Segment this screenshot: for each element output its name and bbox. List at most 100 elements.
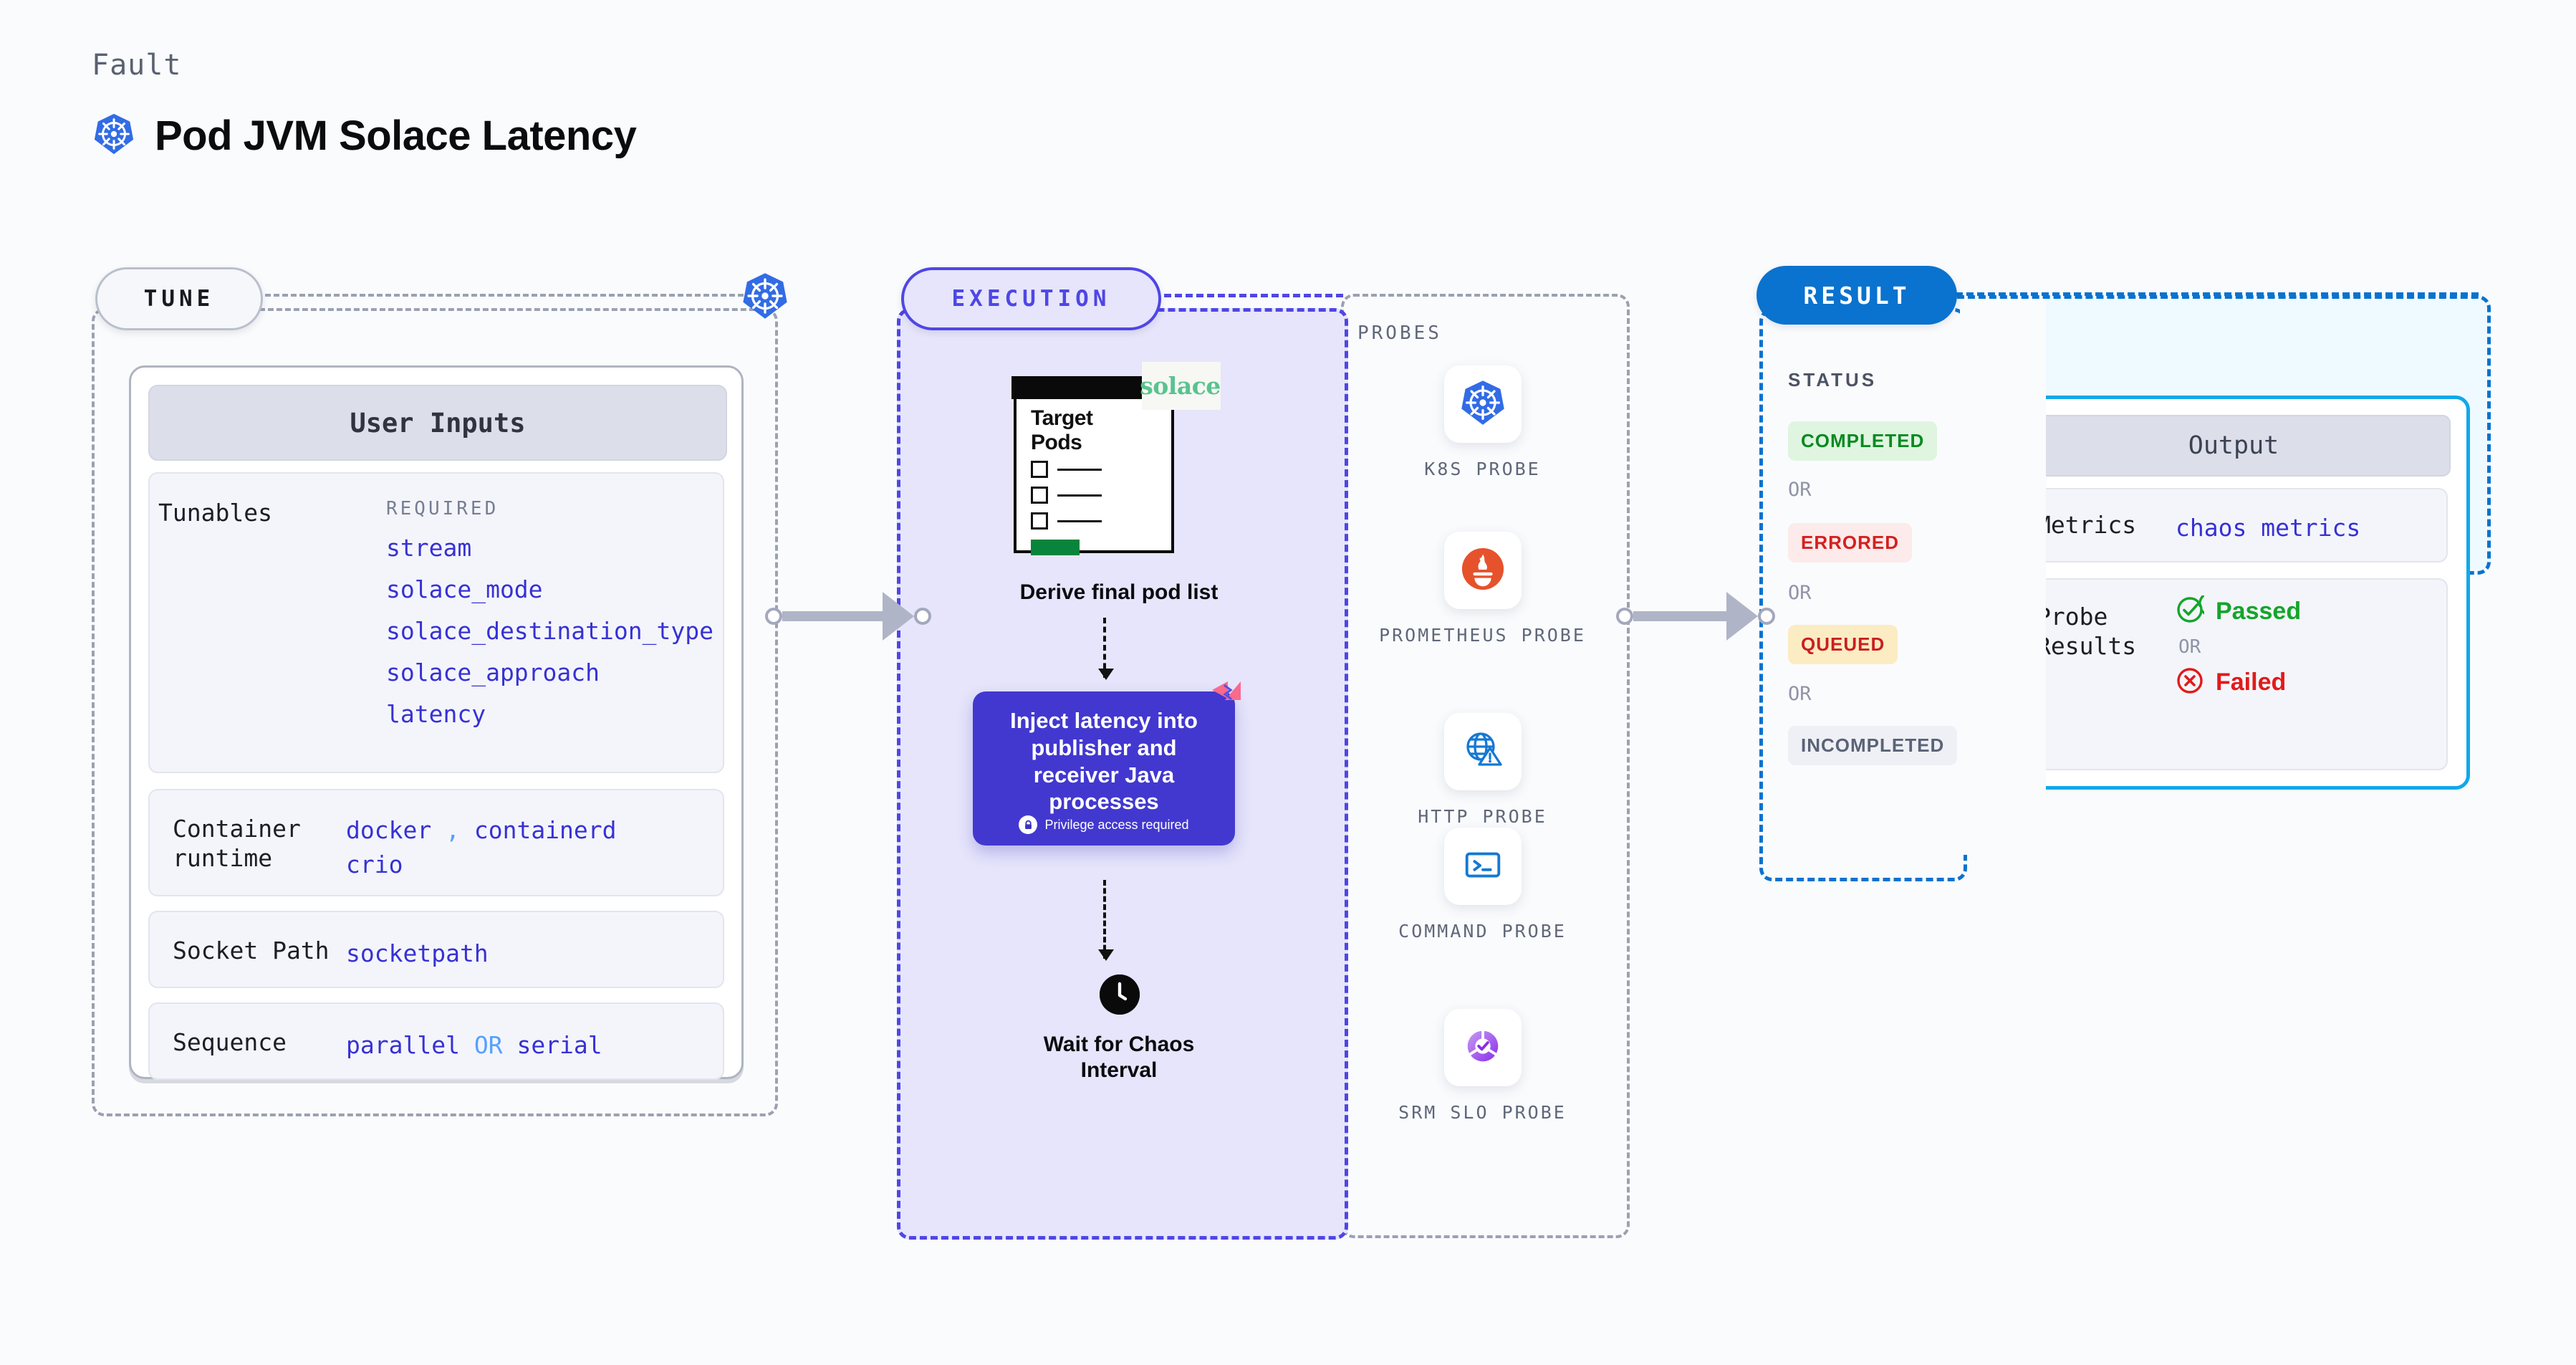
- probe-tile: [1443, 365, 1522, 443]
- metrics-label: Metrics: [2037, 511, 2137, 539]
- probe-results-row: Probe Results Passed OR: [2017, 578, 2448, 770]
- failed-label: Failed: [2216, 669, 2287, 696]
- arrow-head-icon: [1726, 592, 1758, 641]
- probe-tile: [1443, 713, 1522, 790]
- tune-pill-label[interactable]: TUNE: [95, 267, 263, 330]
- metrics-row: Metrics chaos metrics: [2017, 488, 2448, 562]
- probe-label: HTTP PROBE: [1418, 806, 1547, 827]
- probe-results-label-line-1: Probe: [2037, 603, 2108, 631]
- connector-dot: [914, 608, 931, 625]
- user-inputs-card: User Inputs REQUIRED stream solace_mode …: [129, 365, 744, 1080]
- x-circle-icon: [2176, 666, 2204, 699]
- wait-for-chaos-label: Wait for Chaos Interval: [897, 1032, 1341, 1083]
- kubernetes-icon: [1458, 378, 1507, 431]
- probe-prometheus[interactable]: PROMETHEUS PROBE: [1341, 532, 1624, 648]
- card-body: Target Pods: [1014, 399, 1174, 555]
- probes-title: PROBES: [1357, 322, 1442, 344]
- title-row: Pod JVM Solace Latency: [92, 112, 637, 160]
- separator: OR: [474, 1031, 503, 1059]
- lock-icon: [1019, 815, 1038, 834]
- list-item[interactable]: solace_destination_type: [386, 617, 713, 645]
- kubernetes-icon: [740, 271, 790, 321]
- value-crio[interactable]: crio: [346, 850, 403, 878]
- probe-k8s[interactable]: K8S PROBE: [1341, 365, 1624, 482]
- status-badge-errored: ERRORED: [1788, 523, 1913, 562]
- fault-label: Fault: [92, 49, 182, 82]
- probe-results-values: Passed OR Failed: [2176, 591, 2301, 699]
- socket-path-label: Socket Path: [173, 937, 330, 964]
- sequence-label: Sequence: [173, 1028, 287, 1056]
- kubernetes-icon: [92, 112, 136, 160]
- connector-dot: [1616, 608, 1633, 625]
- tunables-key-label: Tunables: [158, 499, 272, 527]
- status-title: STATUS: [1788, 369, 1878, 391]
- connector-bar: [1633, 611, 1726, 621]
- probe-label: K8S PROBE: [1424, 459, 1541, 479]
- line-placeholder: [1057, 468, 1102, 471]
- user-inputs-title: User Inputs: [148, 385, 727, 461]
- solace-logo-text: solace: [1140, 372, 1221, 400]
- tunables-list: stream solace_mode solace_destination_ty…: [386, 534, 713, 728]
- wait-label-line-2: Interval: [1080, 1058, 1158, 1082]
- privilege-note-text: Privilege access required: [1044, 817, 1189, 832]
- list-item: [1031, 512, 1102, 530]
- line-placeholder: [1057, 519, 1102, 522]
- probe-tile: [1443, 828, 1522, 905]
- result-connector-line: [1956, 292, 2479, 296]
- or-separator: OR: [1788, 683, 1812, 705]
- socket-path-value[interactable]: socketpath: [346, 939, 489, 967]
- probe-result-passed: Passed: [2176, 591, 2301, 628]
- value-docker[interactable]: docker: [346, 816, 432, 844]
- arrow-head-icon: [883, 592, 914, 641]
- solace-logo: solace: [1140, 362, 1221, 410]
- probe-results-label: Probe Results: [2037, 603, 2136, 661]
- result-pill-label[interactable]: RESULT: [1756, 266, 1957, 325]
- required-label: REQUIRED: [386, 498, 499, 519]
- execution-pill-label[interactable]: EXECUTION: [901, 267, 1161, 330]
- probe-srm-slo[interactable]: SRM SLO PROBE: [1341, 1009, 1624, 1125]
- checkbox-icon: [1031, 512, 1048, 530]
- list-item[interactable]: solace_mode: [386, 575, 543, 603]
- value-containerd[interactable]: containerd: [474, 816, 617, 844]
- metrics-value[interactable]: chaos metrics: [2176, 514, 2361, 542]
- flow-arrow-down-icon-2: [1098, 880, 1114, 961]
- status-badge-queued: QUEUED: [1788, 625, 1898, 664]
- line-placeholder: [1057, 494, 1102, 497]
- target-pods-title: Target Pods: [1031, 406, 1093, 454]
- inject-latency-node[interactable]: Inject latency into publisher and receiv…: [973, 681, 1241, 846]
- http-globe-warning-icon: [1460, 727, 1506, 777]
- prometheus-icon: [1461, 547, 1505, 595]
- probe-label: SRM SLO PROBE: [1398, 1102, 1567, 1123]
- tune-connector-line: [256, 294, 744, 297]
- separator: ,: [446, 816, 460, 844]
- container-runtime-values: docker , containerd crio: [346, 813, 617, 882]
- connector-tune-to-execution: [765, 592, 931, 641]
- harness-logo-icon: [1208, 679, 1245, 712]
- output-card: Output Metrics chaos metrics Probe Resul…: [1997, 396, 2470, 790]
- execution-connector-line: [1153, 294, 1343, 297]
- clock-icon: [1100, 974, 1140, 1015]
- output-title: Output: [2017, 415, 2451, 476]
- derive-pod-list-label: Derive final pod list: [1019, 580, 1219, 604]
- probe-result-failed: Failed: [2176, 666, 2301, 699]
- value-parallel[interactable]: parallel: [346, 1031, 460, 1059]
- flow-arrow-down-icon: [1098, 618, 1114, 680]
- connector-bar: [782, 611, 883, 621]
- or-separator: OR: [2178, 636, 2201, 658]
- sequence-values: parallel OR serial: [346, 1028, 602, 1063]
- list-item[interactable]: stream: [386, 534, 472, 562]
- connector-dot: [765, 608, 782, 625]
- inject-latency-text: Inject latency into publisher and receiv…: [1010, 708, 1198, 815]
- socket-path-row: Socket Path socketpath: [148, 911, 724, 988]
- list-item[interactable]: solace_approach: [386, 658, 600, 686]
- result-panel: [1759, 308, 1967, 881]
- probe-tile: [1443, 1009, 1522, 1086]
- list-item[interactable]: latency: [386, 700, 486, 728]
- value-serial[interactable]: serial: [516, 1031, 602, 1059]
- title-line-2: Pods: [1031, 430, 1082, 454]
- probe-command[interactable]: COMMAND PROBE: [1341, 828, 1624, 944]
- probe-http[interactable]: HTTP PROBE: [1341, 713, 1624, 829]
- sequence-row: Sequence parallel OR serial: [148, 1002, 724, 1080]
- terminal-icon: [1461, 843, 1505, 891]
